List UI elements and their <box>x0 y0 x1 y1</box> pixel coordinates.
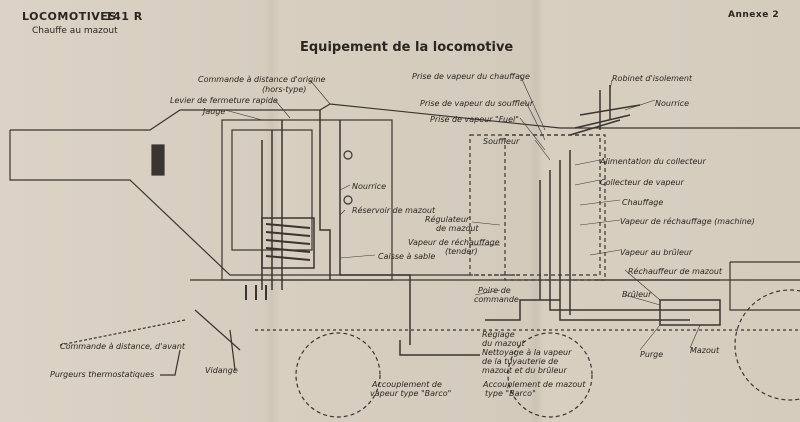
label-bruleur: Brûleur <box>622 290 652 299</box>
page-title: Equipement de la locomotive <box>300 40 514 55</box>
label-regulateur-2: de mazout <box>436 224 479 233</box>
label-vapeur-rech-tender-1: Vapeur de réchauffage <box>408 238 500 247</box>
annex-label: Annexe 2 <box>728 10 780 20</box>
label-vapeur-rech-tender-2: (tender) <box>445 247 478 256</box>
label-accoup-vapeur-2: vapeur type "Barco" <box>370 389 452 398</box>
label-rechauffeur: Réchauffeur de mazout <box>628 267 723 276</box>
label-robinet: Robinet d'isolement <box>612 74 693 83</box>
label-poire-2: commande <box>474 295 519 304</box>
label-prise-fuel: Prise de vapeur "Fuel" <box>430 115 519 124</box>
label-souffleur: Souffleur <box>483 137 520 146</box>
label-reservoir: Réservoir de mazout <box>352 206 436 215</box>
label-regulateur-1: Régulateur <box>425 215 470 224</box>
label-purgeurs: Purgeurs thermostatiques <box>50 370 155 379</box>
label-vapeur-bruleur: Vapeur au brûleur <box>620 248 693 257</box>
label-reglage-2: du mazout <box>482 339 525 348</box>
label-vidange: Vidange <box>205 366 238 375</box>
label-caisse: Caisse à sable <box>378 252 436 261</box>
label-jauge: Jauge <box>203 107 226 116</box>
label-chauffage: Chauffage <box>622 198 664 207</box>
label-mazout: Mazout <box>690 346 720 355</box>
label-hors-type: (hors-type) <box>262 85 307 94</box>
label-accoup-mazout-1: Accouplement de mazout <box>483 380 586 389</box>
header-series: LOCOMOTIVES <box>22 10 117 23</box>
label-nettoyage-3: mazout et du brûleur <box>482 366 567 375</box>
label-nettoyage-2: de la tuyauterie de <box>482 357 559 366</box>
label-vapeur-rech-machine: Vapeur de réchauffage (machine) <box>620 217 755 226</box>
label-levier: Levier de fermeture rapide <box>170 96 278 105</box>
label-accoup-vapeur-1: Accouplement de <box>372 380 442 389</box>
label-collecteur: Collecteur de vapeur <box>600 178 684 187</box>
label-nourrice-left: Nourrice <box>352 182 387 191</box>
label-prise-chauffage: Prise de vapeur du chauffage <box>412 72 530 81</box>
header-number: 141 R <box>105 10 143 23</box>
label-commande-origine: Commande à distance d'origine <box>198 75 326 84</box>
header-subtitle: Chauffe au mazout <box>32 26 118 36</box>
label-prise-souffleur: Prise de vapeur du souffleur <box>420 99 534 108</box>
label-purge: Purge <box>640 350 664 359</box>
label-alimentation: Alimentation du collecteur <box>600 157 706 166</box>
label-commande-avant: Commande à distance, d'avant <box>60 342 186 351</box>
label-poire-1: Poire de <box>478 286 511 295</box>
label-reglage-1: Réglage <box>482 330 515 339</box>
label-nettoyage-1: Nettoyage à la vapeur <box>482 348 572 357</box>
label-accoup-mazout-2: type "Barco" <box>485 389 536 398</box>
label-nourrice-right: Nourrice <box>655 99 690 108</box>
